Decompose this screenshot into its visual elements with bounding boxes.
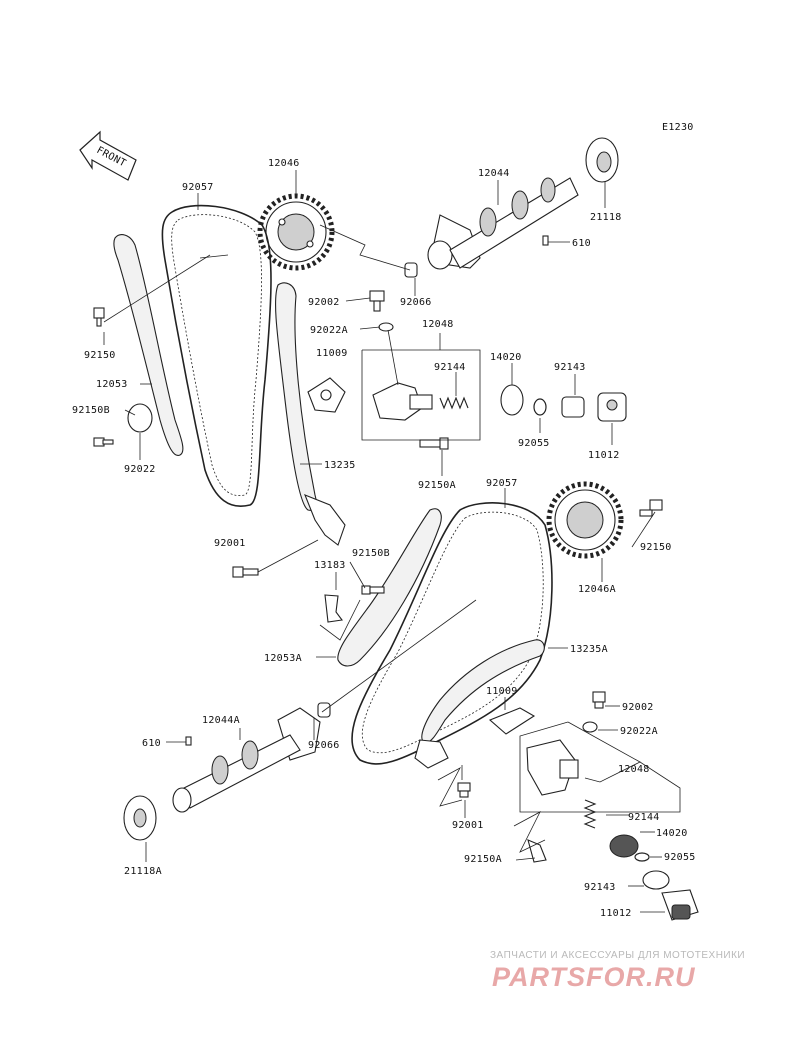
label-12046: 12046 bbox=[268, 158, 300, 169]
lower-bolt-cap-icon bbox=[317, 702, 331, 718]
label-92150: 92150 bbox=[84, 350, 116, 361]
front-arrow-icon: FRONT bbox=[79, 130, 137, 181]
label-14020-lower: 14020 bbox=[656, 828, 688, 839]
lower-tensioner-bolt-icon bbox=[527, 839, 547, 863]
upper-chain-guide-icon bbox=[113, 234, 184, 457]
watermark-logo: PARTSFOR.RU bbox=[492, 962, 696, 992]
label-11009-lower: 11009 bbox=[486, 686, 518, 697]
upper-collar-icon bbox=[561, 396, 585, 418]
upper-leader-lines bbox=[103, 170, 613, 573]
upper-spring-icon bbox=[439, 396, 469, 410]
upper-cap-icon bbox=[597, 392, 627, 422]
watermark-tagline: ЗАПЧАСТИ И АКСЕССУАРЫ ДЛЯ МОТОТЕХНИКИ bbox=[490, 950, 746, 961]
label-13235: 13235 bbox=[324, 460, 356, 471]
label-610-lower: 610 bbox=[142, 738, 161, 749]
lower-timing-rotor-icon bbox=[123, 795, 157, 841]
label-92057-lower: 92057 bbox=[486, 478, 518, 489]
lower-sprocket-icon bbox=[546, 481, 624, 559]
upper-guide-washer-icon bbox=[127, 403, 153, 433]
label-12048: 12048 bbox=[422, 319, 454, 330]
upper-camshaft-icon bbox=[427, 177, 579, 270]
label-11009: 11009 bbox=[316, 348, 348, 359]
label-92066: 92066 bbox=[400, 297, 432, 308]
lower-pivot-bolt-icon bbox=[457, 782, 471, 798]
lower-chain-guide-icon bbox=[337, 508, 442, 667]
label-92002-lower: 92002 bbox=[622, 702, 654, 713]
label-92150-lower: 92150 bbox=[640, 542, 672, 553]
label-92057: 92057 bbox=[182, 182, 214, 193]
upper-washer-icon bbox=[378, 322, 394, 332]
lower-bracket-icon bbox=[324, 594, 343, 623]
upper-plug-bolt-icon bbox=[369, 290, 385, 312]
label-11012-lower: 11012 bbox=[600, 908, 632, 919]
label-12046A: 12046A bbox=[578, 584, 616, 595]
lower-sprocket-bolt-icon bbox=[639, 499, 663, 517]
label-21118: 21118 bbox=[590, 212, 622, 223]
upper-timing-rotor-icon bbox=[585, 137, 619, 183]
label-12053: 12053 bbox=[96, 379, 128, 390]
lower-plug-bolt-icon bbox=[592, 691, 606, 709]
label-92022: 92022 bbox=[124, 464, 156, 475]
lower-pin-icon bbox=[185, 736, 192, 746]
label-12044: 12044 bbox=[478, 168, 510, 179]
label-92143-lower: 92143 bbox=[584, 882, 616, 893]
label-610: 610 bbox=[572, 238, 591, 249]
label-92055: 92055 bbox=[518, 438, 550, 449]
label-92001: 92001 bbox=[214, 538, 246, 549]
upper-pin-icon bbox=[542, 235, 549, 246]
label-21118A: 21118A bbox=[124, 866, 162, 877]
lower-collar-icon bbox=[642, 870, 670, 890]
label-14020: 14020 bbox=[490, 352, 522, 363]
lower-oring-icon bbox=[634, 852, 650, 862]
label-92150A: 92150A bbox=[418, 480, 456, 491]
lower-gasket-icon bbox=[488, 707, 536, 735]
label-92002: 92002 bbox=[308, 297, 340, 308]
upper-bolt-cap-icon bbox=[404, 262, 418, 278]
upper-sprocket-icon bbox=[257, 193, 335, 271]
label-92143: 92143 bbox=[554, 362, 586, 373]
upper-oring-icon bbox=[533, 398, 547, 416]
lower-tensioner-guide-icon bbox=[414, 639, 545, 769]
lower-tensioner-icon bbox=[526, 739, 579, 796]
lower-guide-bolt-b-icon bbox=[361, 585, 385, 595]
label-92001-lower: 92001 bbox=[452, 820, 484, 831]
upper-tensioner-icon bbox=[372, 382, 433, 421]
lower-camshaft-icon bbox=[172, 707, 321, 813]
upper-guide-bolt-icon bbox=[93, 307, 105, 327]
lower-cam-chain-icon bbox=[351, 502, 553, 765]
label-92022A: 92022A bbox=[310, 325, 348, 336]
label-92055-lower: 92055 bbox=[664, 852, 696, 863]
label-11012: 11012 bbox=[588, 450, 620, 461]
upper-pivot-bolt-icon bbox=[232, 566, 259, 578]
label-12044A: 12044A bbox=[202, 715, 240, 726]
diagram-code: E1230 bbox=[662, 122, 694, 133]
lower-washer-icon bbox=[582, 721, 598, 733]
label-92022A-lower: 92022A bbox=[620, 726, 658, 737]
part-labels: 12046 92057 12044 21118 610 92002 92066 … bbox=[72, 158, 696, 919]
upper-cam-chain-icon bbox=[161, 204, 272, 507]
label-92150B-lower: 92150B bbox=[352, 548, 390, 559]
label-92144: 92144 bbox=[434, 362, 466, 373]
label-92150B: 92150B bbox=[72, 405, 110, 416]
label-13183: 13183 bbox=[314, 560, 346, 571]
label-12048-lower: 12048 bbox=[618, 764, 650, 775]
label-92144-lower: 92144 bbox=[628, 812, 660, 823]
lower-ring-nut-icon bbox=[609, 834, 639, 858]
lower-leader-lines bbox=[145, 254, 681, 913]
lower-spring-icon bbox=[583, 799, 597, 829]
lower-cap-icon bbox=[661, 889, 699, 921]
upper-tensioner-guide-icon bbox=[274, 282, 346, 546]
label-13235A: 13235A bbox=[570, 644, 608, 655]
upper-guide-bolt-b-icon bbox=[93, 437, 114, 447]
upper-ring-nut-icon bbox=[500, 384, 524, 416]
label-92066-lower: 92066 bbox=[308, 740, 340, 751]
label-12053A: 12053A bbox=[264, 653, 302, 664]
label-92150A-lower: 92150A bbox=[464, 854, 502, 865]
